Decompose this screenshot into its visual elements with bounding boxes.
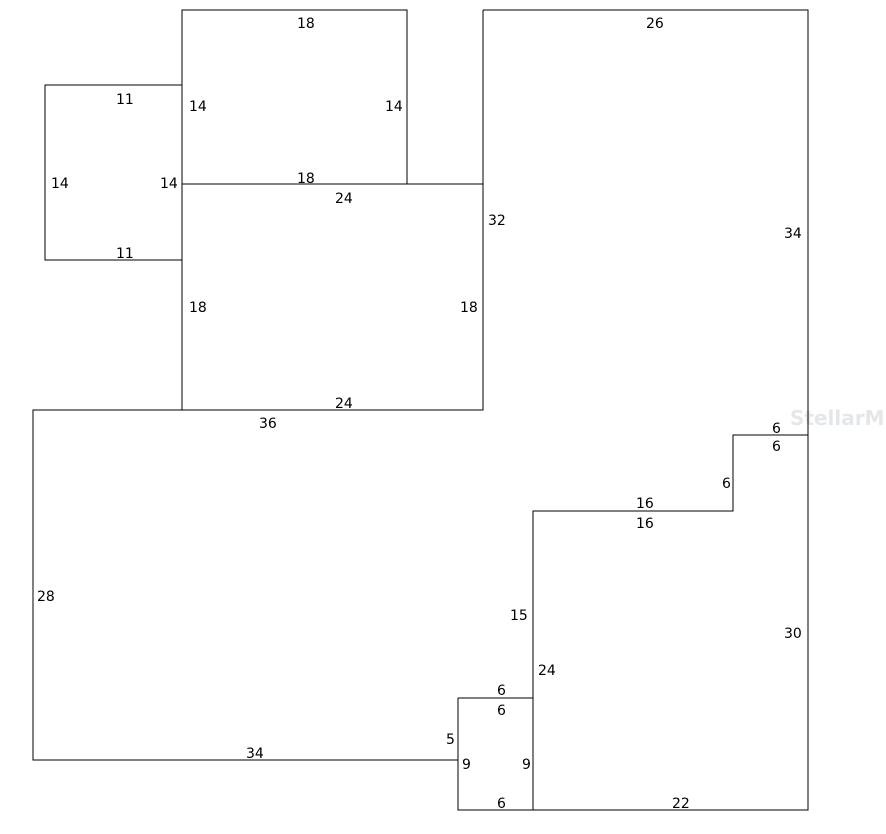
dim-notch-bottom: 6 bbox=[497, 796, 506, 812]
dim-notch-left: 9 bbox=[462, 757, 471, 773]
dim-ledge-top: 16 bbox=[636, 496, 654, 512]
dim-step-side: 6 bbox=[722, 476, 731, 492]
dim-room-b-bottom: 18 bbox=[297, 171, 315, 187]
dim-room-c-bottom: 24 bbox=[335, 396, 353, 412]
dim-wing-left: 28 bbox=[37, 589, 55, 605]
room-b-outline bbox=[181, 9, 408, 185]
dim-main-left: 32 bbox=[488, 213, 506, 229]
dim-lower-bottom: 22 bbox=[672, 796, 690, 812]
dim-notch-top-inner: 6 bbox=[497, 703, 506, 719]
dim-main-right: 34 bbox=[784, 226, 802, 242]
room-c-outline bbox=[181, 183, 484, 411]
dim-room-b-top: 18 bbox=[297, 16, 315, 32]
dim-step-bottom: 6 bbox=[772, 439, 781, 455]
dim-inner-lower: 24 bbox=[538, 663, 556, 679]
room-a-outline bbox=[44, 84, 183, 261]
dim-room-b-right: 14 bbox=[385, 99, 403, 115]
dim-main-top: 26 bbox=[646, 16, 664, 32]
dim-lower-right: 30 bbox=[784, 626, 802, 642]
dim-ledge-bottom: 16 bbox=[636, 516, 654, 532]
dim-notch-right: 9 bbox=[522, 757, 531, 773]
dim-notch-left-upper: 5 bbox=[446, 732, 455, 748]
main-outline bbox=[32, 9, 809, 811]
dim-room-b-left: 14 bbox=[189, 99, 207, 115]
dim-wing-bottom: 34 bbox=[246, 746, 264, 762]
dim-room-c-top: 24 bbox=[335, 191, 353, 207]
dim-room-a-left: 14 bbox=[51, 176, 69, 192]
dim-step-top: 6 bbox=[772, 421, 781, 437]
dim-room-a-bottom: 11 bbox=[116, 246, 134, 262]
dim-room-c-left: 18 bbox=[189, 300, 207, 316]
dim-room-c-right: 18 bbox=[460, 300, 478, 316]
notch-outline bbox=[457, 697, 533, 811]
dim-inner-upper: 15 bbox=[510, 608, 528, 624]
dim-room-a-top: 11 bbox=[116, 92, 134, 108]
watermark-text: StellarMLS bbox=[790, 406, 886, 430]
dim-wing-top: 36 bbox=[259, 416, 277, 432]
dim-room-a-right: 14 bbox=[160, 176, 178, 192]
dim-notch-top-outer: 6 bbox=[497, 683, 506, 699]
